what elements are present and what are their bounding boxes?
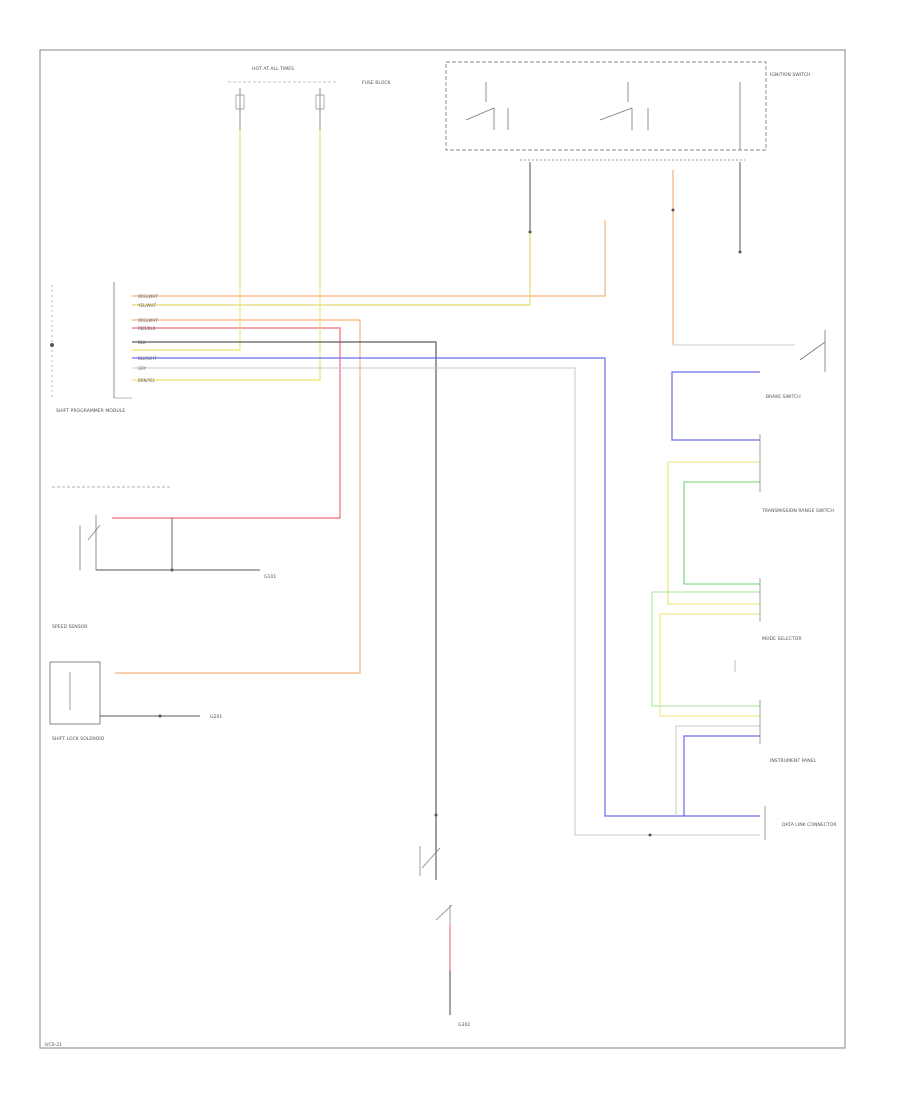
orange-wire [132,220,606,297]
tcm-connector [50,282,132,400]
yellow-wire-1 [132,130,241,351]
olive-wire [132,162,531,306]
yellow-wire-right-2 [659,613,760,717]
black-wire [132,341,437,850]
wire-label-7: BRN/YEL [138,378,156,383]
label-ignition-switch: IGNITION SWITCH [770,72,810,78]
ignition-switch-box [445,61,767,161]
label-speed-sensor: SPEED SENSOR [52,624,88,630]
label-mode-selector: MODE SELECTOR [762,636,802,642]
label-fuse-block: FUSE BLOCK [362,80,392,86]
yellow-wire-2 [132,130,321,381]
wire-label-6: GRY [138,366,147,371]
module-pin-labels: ORG/WHT YEL/WHT ORG/WHT RED/BLK BLK BLU/… [137,294,158,383]
label-brake-switch: BRAKE SWITCH [766,394,801,400]
blue-wire [132,357,760,817]
label-instrument-panel: INSTRUMENT PANEL [770,758,817,764]
green-wire-right-2 [651,591,760,707]
right-connectors [759,434,766,840]
green-wire-right-1 [683,481,760,585]
gray-wire [132,367,760,836]
blue-wire-right-2 [683,735,760,816]
wire-label-0: ORG/WHT [138,294,158,299]
wire-label-3: RED/BLK [138,326,156,331]
diagram-border [39,49,846,1049]
label-tcm: SHIFT PROGRAMMER MODULE [56,408,125,414]
label-ground-3: G302 [458,1022,470,1028]
label-ground-1: G101 [264,574,276,580]
wire-label-4: BLK [138,340,146,345]
label-range-switch: TRANSMISSION RANGE SWITCH [761,508,834,514]
label-solenoid: SHIFT LOCK SOLENOID [52,736,105,742]
wire-label-1: YEL/WHT [137,303,157,308]
brake-switch [52,486,260,571]
wire-label-2: ORG/WHT [138,318,158,323]
solenoid-box [49,661,200,725]
label-data-link: DATA LINK CONNECTOR [782,822,837,828]
lower-switch [419,846,453,1015]
splice-dots [158,208,742,837]
label-hot-all-times: HOT AT ALL TIMES [252,66,294,72]
label-ground-2: G201 [210,714,222,720]
wire-label-5: BLU/WHT [138,356,157,361]
footer-code: 3/C0-21 [44,1042,62,1048]
fuse-block [228,81,336,130]
orange-wire-solenoid [115,319,361,674]
yellow-wire-right [667,461,760,605]
blue-wire-right [671,371,760,441]
red-wire [112,327,341,519]
